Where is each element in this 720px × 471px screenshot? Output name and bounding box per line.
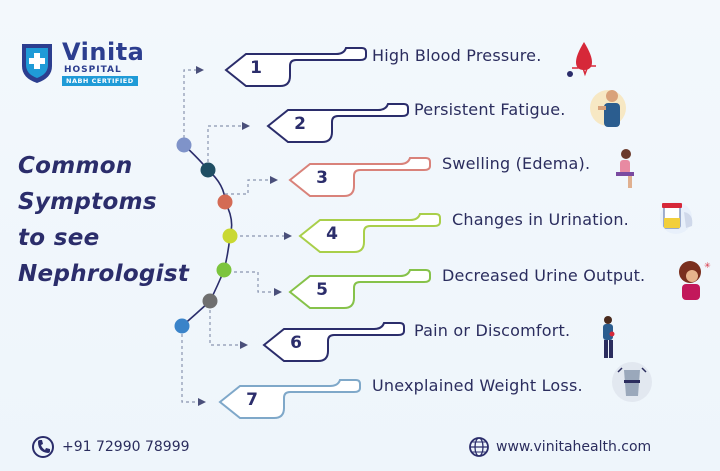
arrow-head-1	[196, 66, 204, 74]
timeline-dots	[174, 137, 238, 334]
tab-5	[288, 269, 431, 309]
symptom-number: 2	[294, 114, 306, 134]
title-line: Common	[18, 153, 133, 179]
dot-1	[176, 137, 192, 153]
arrow-head-4	[284, 232, 292, 240]
brand-tag: NABH CERTIFIED	[62, 76, 138, 86]
symptom-label: Swelling (Edema).	[442, 154, 591, 173]
arrow-head-5	[274, 288, 282, 296]
globe-icon	[469, 437, 489, 457]
symptom-label: High Blood Pressure.	[372, 46, 542, 65]
brand-name: Vinita	[62, 38, 145, 66]
svg-text:✳: ✳	[704, 261, 711, 270]
symptom-label: Changes in Urination.	[452, 210, 629, 229]
arrow-head-6	[240, 341, 248, 349]
symptom-number: 7	[246, 390, 258, 410]
dot-5	[216, 262, 232, 278]
page-title: Common Symptoms to see Nephrologist	[18, 148, 218, 292]
back-pain-icon	[603, 316, 615, 358]
dot-2	[200, 162, 216, 178]
arrow-head-2	[242, 122, 250, 130]
dot-3	[217, 194, 233, 210]
symptom-label: Persistent Fatigue.	[414, 100, 566, 119]
connector-2	[207, 125, 244, 162]
tab-2	[266, 103, 409, 143]
dot-6	[202, 293, 218, 309]
connector-5	[234, 271, 276, 293]
urine-cup-icon	[660, 202, 693, 234]
arrow-head-7	[198, 398, 206, 406]
connector-6	[209, 310, 242, 346]
woman-pain-icon: ✳	[679, 261, 711, 300]
symptom-number: 4	[326, 224, 338, 244]
arrow-head-3	[270, 176, 278, 184]
title-line: to see	[18, 225, 100, 251]
blood-drop-icon	[567, 42, 596, 77]
dot-7	[174, 318, 190, 334]
arrow-heads	[196, 66, 292, 406]
symptom-number: 6	[290, 333, 302, 353]
brand-sub: HOSPITAL	[64, 65, 122, 75]
hospital-logo: Vinita HOSPITAL NABH CERTIFIED	[18, 38, 145, 88]
phone-number[interactable]: +91 72990 78999	[62, 439, 190, 455]
tab-1	[224, 47, 367, 87]
connector-1	[183, 69, 198, 138]
symptom-number: 5	[316, 280, 328, 300]
title-line: Symptoms	[18, 189, 157, 215]
connector-3	[225, 179, 272, 195]
tab-7	[218, 379, 361, 419]
phone-icon	[32, 436, 54, 458]
tab-6	[262, 322, 405, 362]
weight-loss-icon	[612, 362, 652, 402]
swelling-person-icon	[616, 149, 634, 188]
title-line: Nephrologist	[18, 261, 190, 287]
website-link[interactable]: www.vinitahealth.com	[496, 439, 652, 455]
tab-3	[288, 157, 431, 197]
symptom-number: 1	[250, 58, 262, 78]
symptom-number: 3	[316, 168, 328, 188]
dot-4	[222, 228, 238, 244]
symptom-label: Decreased Urine Output.	[442, 266, 646, 285]
symptom-label: Unexplained Weight Loss.	[372, 376, 583, 395]
tired-person-icon	[590, 90, 626, 127]
hospital-shield-icon	[22, 44, 52, 83]
tab-4	[298, 213, 441, 253]
connector-7	[181, 334, 200, 403]
symptom-label: Pain or Discomfort.	[414, 321, 571, 340]
dotted-connectors	[181, 69, 286, 403]
